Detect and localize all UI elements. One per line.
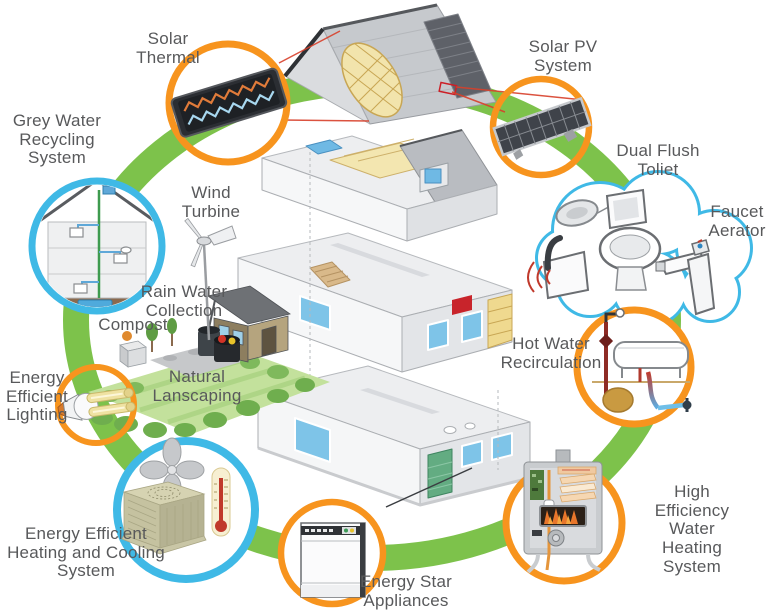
house-illustration: [237, 3, 531, 507]
window: [491, 432, 513, 461]
greywater-tank: [77, 299, 113, 307]
small-trees: [146, 318, 177, 352]
appliance-leader-line: [385, 467, 473, 508]
heating-cooling-icon: [113, 437, 259, 583]
radiator: [452, 295, 472, 315]
window: [461, 440, 483, 468]
house-ground-floor: [257, 365, 531, 507]
grey-water-recycling-icon: [28, 177, 166, 315]
pv-callout-box: [438, 81, 458, 96]
faucet-aerator-icon: [655, 239, 716, 316]
wind-turbine-icon: [184, 217, 237, 341]
compost-bin: [119, 340, 147, 368]
window: [299, 295, 331, 331]
solar-thermal-icon: [165, 40, 291, 166]
hot-water-recirculation-icon: [573, 306, 695, 428]
house-attic-floor: [261, 129, 498, 242]
bathtub: [613, 341, 689, 369]
sensor-faucet-icon: [527, 235, 590, 300]
dishwasher-icon: [277, 498, 387, 608]
pumpkin: [122, 331, 132, 341]
cfl-bulb-icon: [55, 364, 137, 446]
toilet-faucet-cloud: [527, 170, 753, 327]
patio-door: [294, 417, 331, 463]
window: [461, 310, 483, 343]
thermometer-icon: [211, 467, 231, 537]
house-middle-floor: [237, 232, 513, 373]
water-heater-icon: [502, 449, 626, 585]
ac-condenser-unit: [121, 481, 207, 555]
house-roof: [283, 3, 497, 125]
roof-pv-shingles: [423, 13, 492, 99]
roof-insulation: [329, 39, 415, 119]
recirc-tank: [602, 387, 634, 413]
dormer-window: [424, 168, 442, 184]
dual-flush-toilet-icon: [555, 188, 662, 291]
window: [427, 319, 449, 351]
skylight: [305, 139, 343, 155]
heat-exchanger: [557, 466, 597, 503]
heater-circuit-board: [530, 470, 544, 500]
callout-lines: [278, 30, 585, 122]
solar-pv-icon: [489, 75, 593, 179]
